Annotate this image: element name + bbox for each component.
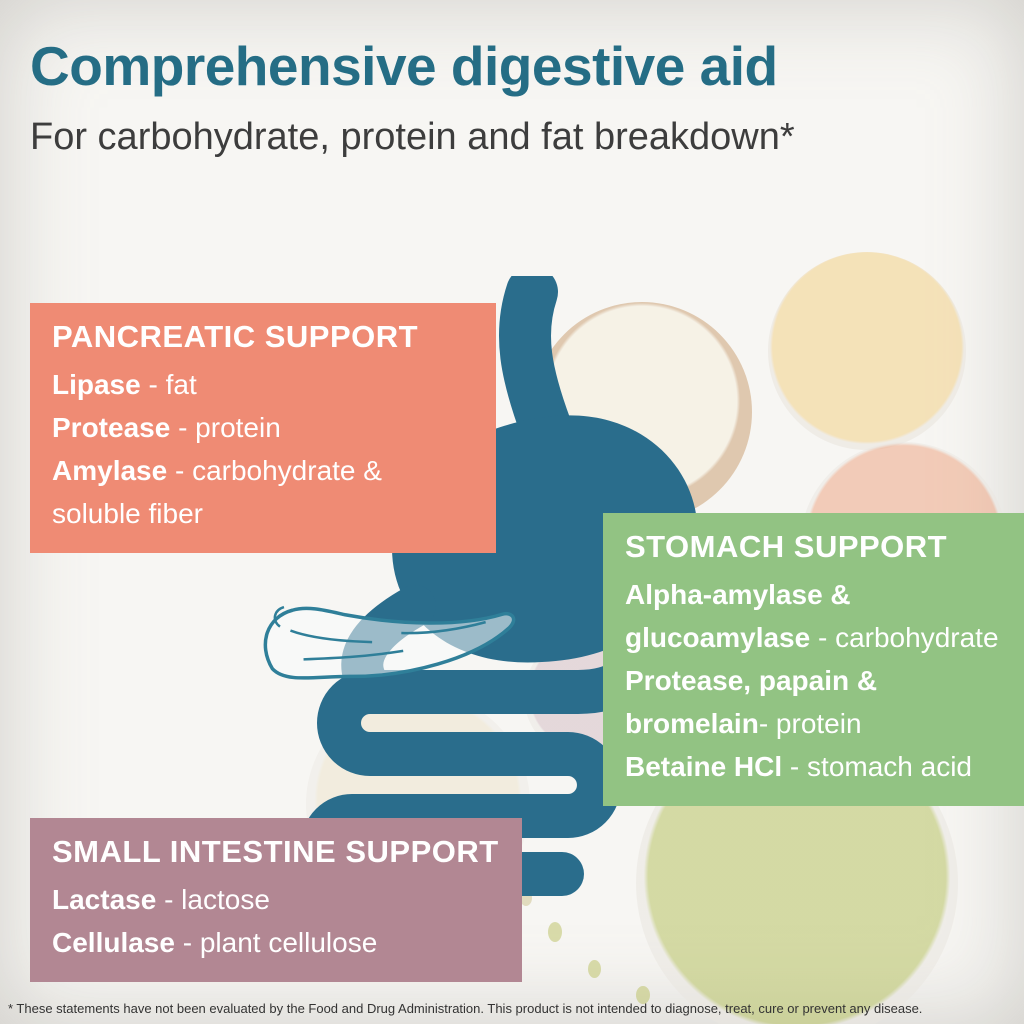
yellow-peas-bowl-photo — [768, 252, 966, 450]
enzyme-desc: - protein — [170, 412, 281, 443]
esophagus-shape — [498, 276, 572, 454]
enzyme-line-betaine: Betaine HCl - stomach acid — [625, 745, 1002, 788]
scattered-bean — [636, 986, 650, 1004]
enzyme-line-amylases: Alpha-amylase & glucoamylase - carbohydr… — [625, 573, 1002, 659]
enzyme-line-proteases: Protease, papain & bromelain- protein — [625, 659, 1002, 745]
enzyme-desc: - plant cellulose — [174, 927, 378, 958]
page-title: Comprehensive digestive aid — [30, 35, 778, 97]
enzyme-term: Betaine HCl — [625, 751, 783, 782]
enzyme-line-amylase: Amylase - carbohydrate & soluble fiber — [52, 449, 474, 535]
enzyme-desc: - lactose — [156, 884, 270, 915]
enzyme-desc: - fat — [140, 369, 197, 400]
scattered-bean — [588, 960, 601, 978]
enzyme-term: Cellulase — [52, 927, 175, 958]
enzyme-desc: - protein — [758, 708, 862, 739]
pancreatic-support-title: PANCREATIC SUPPORT — [52, 319, 419, 354]
enzyme-term: Protease, papain & bromelain — [625, 665, 878, 739]
enzyme-desc: - stomach acid — [782, 751, 973, 782]
small-intestine-support-box: SMALL INTESTINE SUPPORT Lactase - lactos… — [30, 818, 522, 982]
enzyme-term: Lipase — [52, 369, 141, 400]
pancreas-outline — [263, 606, 516, 680]
pancreas-illustration — [263, 605, 516, 680]
stomach-support-title: STOMACH SUPPORT — [625, 529, 948, 564]
enzyme-term: Protease — [52, 412, 171, 443]
enzyme-line-lactase: Lactase - lactose — [52, 878, 500, 921]
fda-disclaimer: * These statements have not been evaluat… — [8, 1001, 923, 1016]
enzyme-line-lipase: Lipase - fat — [52, 363, 474, 406]
pancreatic-support-box: PANCREATIC SUPPORT Lipase - fat Protease… — [30, 303, 496, 553]
pancreas-detail-line — [401, 620, 486, 635]
enzyme-term: Alpha-amylase & glucoamylase — [625, 579, 851, 653]
scattered-bean — [548, 922, 562, 942]
page-subtitle: For carbohydrate, protein and fat breakd… — [30, 116, 795, 158]
enzyme-line-protease: Protease - protein — [52, 406, 474, 449]
stomach-support-box: STOMACH SUPPORT Alpha-amylase & glucoamy… — [603, 513, 1024, 806]
enzyme-desc: - carbohydrate — [810, 622, 999, 653]
enzyme-term: Lactase — [52, 884, 157, 915]
small-intestine-support-title: SMALL INTESTINE SUPPORT — [52, 834, 499, 869]
enzyme-term: Amylase — [52, 455, 168, 486]
pancreas-detail-line — [303, 649, 404, 661]
pancreas-duct-line — [273, 605, 285, 628]
enzyme-line-cellulase: Cellulase - plant cellulose — [52, 921, 500, 964]
pancreas-detail-line — [290, 629, 373, 644]
enzyme-desc: - carbohydrate & soluble fiber — [52, 455, 382, 529]
